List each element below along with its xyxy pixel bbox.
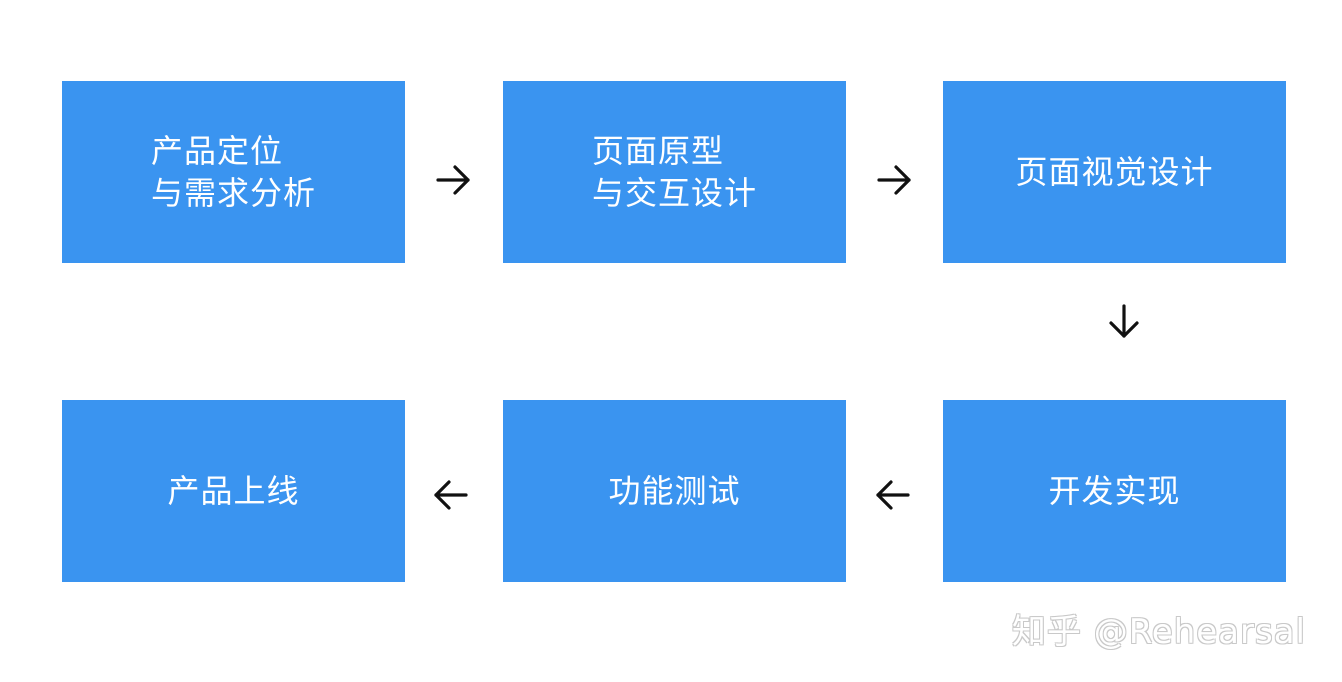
step-label: 产品定位 与需求分析 [151, 130, 316, 214]
step-label-line: 产品定位 [150, 132, 283, 170]
step-label-line: 功能测试 [608, 472, 741, 510]
step-box-page-prototype: 页面原型 与交互设计 [503, 81, 846, 263]
step-box-launch: 产品上线 [62, 400, 405, 582]
arrow-left-icon [430, 475, 470, 515]
step-label-line: 产品上线 [167, 472, 300, 510]
step-label: 产品上线 [167, 470, 299, 512]
step-label-line: 页面视觉设计 [1015, 153, 1214, 191]
arrow-left-icon-svg [876, 480, 910, 510]
arrow-down-icon [1104, 302, 1144, 342]
step-label-line: 开发实现 [1048, 472, 1181, 510]
arrow-right-icon [875, 160, 915, 200]
step-label: 页面原型 与交互设计 [592, 130, 757, 214]
step-label-line: 与交互设计 [591, 174, 757, 212]
arrow-left-icon [872, 475, 912, 515]
step-box-development: 开发实现 [943, 400, 1286, 582]
step-label: 功能测试 [608, 470, 740, 512]
step-label: 开发实现 [1048, 470, 1180, 512]
step-label-line: 页面原型 [591, 132, 724, 170]
arrow-down-icon-svg [1109, 304, 1139, 338]
arrow-right-icon-svg [877, 165, 911, 195]
arrow-left-icon-svg [434, 480, 468, 510]
arrow-right-icon [434, 160, 474, 200]
step-label: 页面视觉设计 [1015, 151, 1213, 193]
step-box-visual-design: 页面视觉设计 [943, 81, 1286, 263]
step-label-line: 与需求分析 [150, 174, 316, 212]
arrow-right-icon-svg [436, 165, 470, 195]
step-box-product-positioning: 产品定位 与需求分析 [62, 81, 405, 263]
step-box-testing: 功能测试 [503, 400, 846, 582]
watermark: 知乎 @Rehearsal [1011, 612, 1306, 652]
